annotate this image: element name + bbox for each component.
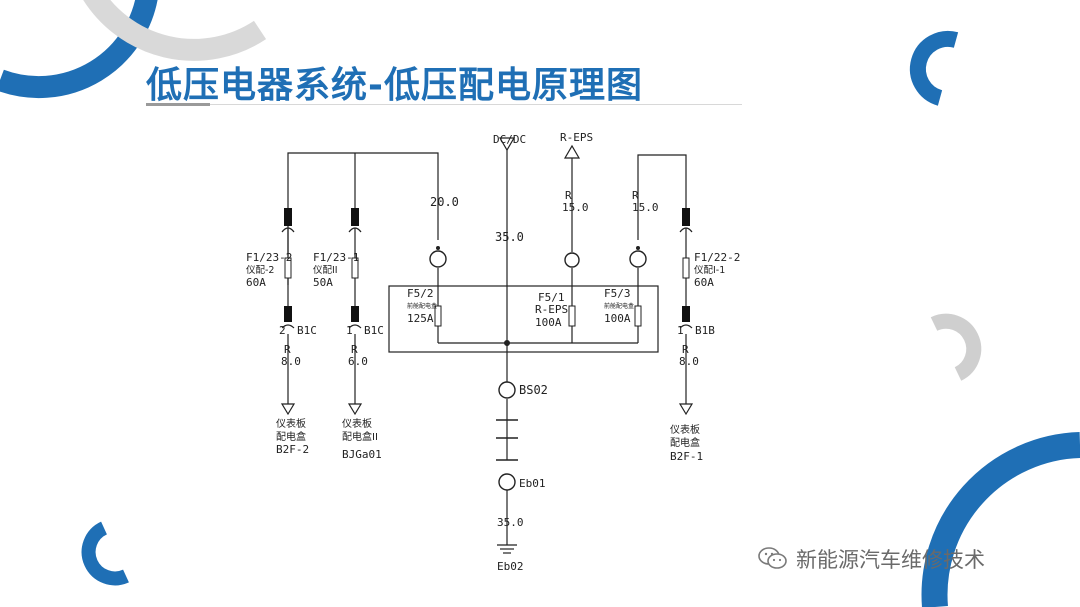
title-divider (146, 104, 742, 105)
conn-left1-pin: 2 (279, 324, 286, 337)
dest-right-line1: 仪表板 (670, 423, 700, 436)
fuse-f53-label: 前舱配电盒 (604, 302, 634, 310)
watermark: 新能源汽车维修技术 (758, 544, 985, 574)
conn-left2-name: B1C (364, 324, 384, 337)
fuse-f52-label: 前舱配电盒 (407, 302, 437, 310)
conn-right-name: B1B (695, 324, 715, 337)
label-bs02: BS02 (519, 383, 548, 397)
fuse-f53-rating: 100A (604, 312, 631, 325)
label-eb01: Eb01 (519, 477, 546, 490)
fuse-f123-2-rating: 60A (246, 276, 266, 289)
fuse-f123-2-name: F1/23-2 (246, 251, 292, 264)
dest-left1-code: B2F-2 (276, 443, 309, 456)
label-eb02: Eb02 (497, 560, 524, 573)
label-dcdc: DC/DC (493, 133, 526, 146)
fuse-f51-label: R-EPS (535, 303, 568, 316)
title-divider-accent (146, 103, 210, 106)
label-wire-bottom: 35.0 (497, 516, 524, 529)
fuse-f122-2-label: 仪配I-1 (694, 265, 725, 276)
page-title: 低压电器系统-低压配电原理图 (146, 65, 643, 106)
fuse-f122-2-rating: 60A (694, 276, 714, 289)
fuse-f51-name: F5/1 (538, 291, 565, 304)
wire-r-size: 8.0 (679, 355, 699, 368)
dest-left2-line2: 配电盒II (342, 430, 378, 443)
dest-left1-line1: 仪表板 (276, 417, 306, 430)
dest-right-line2: 配电盒 (670, 436, 700, 449)
watermark-text: 新能源汽车维修技术 (796, 548, 985, 572)
fuse-f122-2-name: F1/22-2 (694, 251, 740, 264)
fuse-f123-1-rating: 50A (313, 276, 333, 289)
terminal-ring (429, 250, 447, 268)
fuse-f52-name: F5/2 (407, 287, 434, 300)
fuse-f123-1-label: 仪配II (313, 265, 338, 276)
label-right-size: 15.0 (632, 201, 659, 214)
label-reps-color: R (565, 189, 572, 202)
wire-r-color: R (682, 343, 689, 356)
conn-right-pin: 1 (677, 324, 684, 337)
fuse-f52-rating: 125A (407, 312, 434, 325)
conn-left2-pin: 1 (346, 324, 353, 337)
wire-l2-size: 6.0 (348, 355, 368, 368)
label-wire-left: 20.0 (430, 195, 459, 209)
conn-left1-name: B1C (297, 324, 317, 337)
dest-left2-code: BJGa01 (342, 448, 382, 461)
wire-l1-size: 8.0 (281, 355, 301, 368)
label-reps-size: 15.0 (562, 201, 589, 214)
label-right-color: R (632, 189, 639, 202)
dest-right-code: B2F-1 (670, 450, 703, 463)
fuse-f123-1-name: F1/23-1 (313, 251, 359, 264)
wire-l1-color: R (284, 343, 291, 356)
wire-l2-color: R (351, 343, 358, 356)
label-reps-top: R-EPS (560, 131, 593, 144)
wechat-icon (758, 547, 787, 569)
dest-left2-line1: 仪表板 (342, 417, 372, 430)
dest-left1-line2: 配电盒 (276, 430, 306, 443)
fuse-f123-2-label: 仪配-2 (246, 265, 274, 276)
fuse-f51-rating: 100A (535, 316, 562, 329)
label-wire-main: 35.0 (495, 230, 524, 244)
fuse-f53-name: F5/3 (604, 287, 631, 300)
